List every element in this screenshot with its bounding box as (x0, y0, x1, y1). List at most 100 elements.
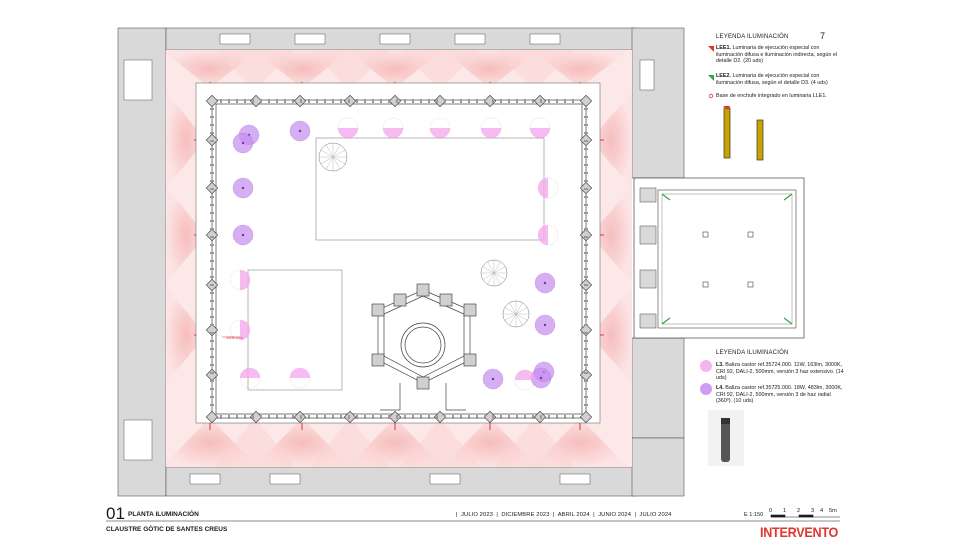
baluster (556, 415, 558, 419)
tree-branch (320, 149, 334, 158)
baluster (276, 415, 278, 419)
baluster (468, 99, 470, 103)
tree-branch (515, 313, 528, 321)
baluster (516, 99, 518, 103)
baluster (284, 99, 286, 103)
baluster (584, 404, 588, 406)
glow-soft (400, 50, 480, 90)
baluster (412, 99, 414, 103)
baluster (228, 415, 230, 419)
fountain-wall (380, 383, 401, 411)
bollard-l3-outline (529, 117, 551, 139)
legend-symbols (700, 46, 714, 395)
baluster (356, 99, 358, 103)
bollard-l3 (515, 370, 535, 380)
baluster (584, 164, 588, 166)
brand-logo: INTERVENTO (760, 524, 839, 540)
scale-tick-1: 1 (783, 508, 787, 514)
bollard-l4-outline (482, 368, 504, 390)
baluster (210, 244, 214, 246)
baluster (210, 196, 214, 198)
baluster (436, 99, 438, 103)
bollard-l4-center (539, 376, 543, 380)
tree-branch (504, 307, 517, 315)
baluster (476, 99, 478, 103)
sheet-title: PLANTA ILUMINACIÓN (128, 511, 199, 518)
baluster (380, 415, 382, 419)
tree-branch (482, 272, 495, 280)
column (388, 94, 402, 108)
tree-branch (320, 156, 334, 165)
trees (318, 142, 530, 328)
scale-tick-3: 3 (811, 508, 815, 514)
baluster (584, 172, 588, 174)
date-4: JULIO 2024 (639, 512, 672, 518)
glow-soft (310, 50, 390, 90)
baluster (210, 108, 214, 110)
bollard-l4-center (241, 141, 245, 145)
baluster (584, 276, 588, 278)
baluster (300, 99, 302, 103)
baluster (210, 364, 214, 366)
fountain-column (463, 303, 477, 317)
baluster (524, 99, 526, 103)
tree-branch (515, 307, 528, 315)
bollard-l3 (383, 128, 403, 138)
baluster (388, 415, 390, 419)
baluster (584, 388, 588, 390)
tree-branch (332, 149, 346, 158)
baluster (210, 268, 214, 270)
baluster (210, 332, 214, 334)
baluster (210, 380, 214, 382)
baluster (228, 99, 230, 103)
bollard-l3-outline (537, 224, 559, 246)
tree-branch (515, 302, 523, 315)
bollard-l4-outline (533, 361, 555, 383)
baluster (584, 300, 588, 302)
tree-branch (493, 266, 506, 274)
glow-right (590, 187, 632, 283)
baluster (428, 99, 430, 103)
baluster (210, 140, 214, 142)
baluster (584, 268, 588, 270)
date-3: JUNIO 2024 (598, 512, 632, 518)
column (579, 323, 593, 337)
planter-north (315, 137, 545, 241)
bollard-l3 (338, 128, 358, 138)
glow-soft (495, 50, 575, 90)
baluster (584, 284, 588, 286)
baluster (492, 99, 494, 103)
baluster (460, 415, 462, 419)
baluster (308, 415, 310, 419)
baluster (584, 332, 588, 334)
baluster (584, 372, 588, 374)
baluster (420, 99, 422, 103)
baluster (340, 99, 342, 103)
tree-branch (332, 156, 346, 165)
baluster (210, 292, 214, 294)
baluster (356, 415, 358, 419)
tree-branch (482, 266, 495, 274)
bollard-l4-center (543, 281, 547, 285)
legend-l4-text: Baliza castor ref.35725.000. 18W, 483lm,… (716, 385, 843, 405)
column (249, 410, 263, 424)
tree-branch (493, 272, 501, 285)
dimension-text: 1000 mm (226, 335, 243, 340)
glow-soft (495, 418, 575, 467)
column (579, 228, 593, 242)
baluster (584, 316, 588, 318)
tree-branch (509, 313, 517, 326)
date-2: ABRIL 2024 (557, 512, 590, 518)
baluster (484, 415, 486, 419)
glow-soft (215, 50, 295, 90)
baluster (210, 132, 214, 134)
baluster (244, 415, 246, 419)
baluster (516, 415, 518, 419)
baluster (584, 340, 588, 342)
fountain-column (371, 353, 385, 367)
legend-lee1: LEE1. Luminaria de ejecución especial co… (716, 45, 846, 65)
bollard-l4-outline (530, 367, 552, 389)
bollard-l3 (240, 270, 250, 290)
scale-tick-4: 4 (820, 508, 824, 514)
baluster (316, 415, 318, 419)
